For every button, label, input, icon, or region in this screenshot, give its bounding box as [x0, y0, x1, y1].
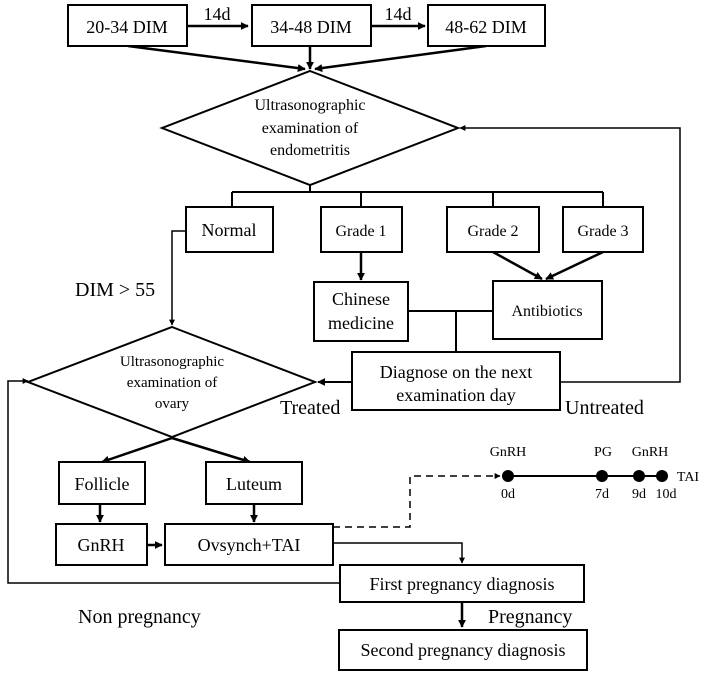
ovary-exam-diamond: [25, 325, 318, 439]
grade1-text: Grade 1: [335, 223, 386, 240]
timeline-bottom-0: 0d: [501, 487, 515, 502]
ovsynch-text: Ovsynch+TAI: [198, 535, 301, 555]
grade3-box: [562, 206, 644, 253]
arrow-ovsynch-to-first-preg: [333, 542, 465, 564]
arrow-ovary-to-luteum: [171, 436, 251, 464]
luteum-text: Luteum: [226, 474, 282, 494]
dim-gt-55-label: DIM > 55: [75, 279, 155, 301]
treated-label: Treated: [280, 397, 340, 419]
first-pregnancy-text: First pregnancy diagnosis: [370, 574, 555, 594]
endometritis-exam-diamond: [159, 69, 461, 187]
diagnose-line2: examination day: [396, 385, 515, 405]
interval-label-2: 14d: [385, 4, 412, 24]
grade1-box: [320, 206, 403, 253]
timeline-dot-0d: [502, 470, 514, 482]
timeline-bottom-2: 9d: [632, 487, 646, 502]
timeline-dots: [502, 470, 668, 482]
endometritis-exam-line1: Ultrasonographic: [254, 97, 365, 114]
chinese-medicine-line1: Chinese: [332, 289, 390, 309]
gnrh-text: GnRH: [77, 535, 124, 555]
first-pregnancy-box: [339, 564, 585, 603]
grade2-box: [446, 206, 540, 253]
arrow-grade3-to-antibiotics: [545, 250, 604, 281]
second-pregnancy-box: [338, 629, 588, 671]
endometritis-exam-line3: endometritis: [270, 142, 350, 159]
interval-label-1: 14d: [204, 4, 231, 24]
arrow-non-pregnancy-loop: [7, 378, 340, 584]
dim-48-62-box: [427, 4, 546, 47]
ovary-exam-line3: ovary: [155, 396, 190, 412]
pregnancy-label: Pregnancy: [488, 606, 572, 628]
chinese-medicine-line2: medicine: [328, 313, 394, 333]
timeline-bottom-3: 10d: [656, 487, 677, 502]
dim-20-34-box: [67, 4, 188, 47]
ovary-exam-line1: Ultrasonographic: [120, 354, 224, 370]
antibiotics-text: Antibiotics: [511, 303, 582, 320]
gnrh-box: [55, 523, 148, 566]
untreated-label: Untreated: [565, 397, 644, 419]
timeline-top-2: GnRH: [632, 445, 669, 460]
arrow-ovary-to-follicle: [101, 436, 173, 464]
timeline-end-label: TAI: [677, 470, 700, 485]
grade2-text: Grade 2: [467, 223, 518, 240]
non-pregnancy-label: Non pregnancy: [78, 606, 201, 628]
dim-34-48-text: 34-48 DIM: [270, 17, 352, 37]
follicle-box: [58, 461, 146, 505]
arrow-dim3-to-exam: [314, 44, 487, 73]
timeline-top-1: PG: [594, 445, 612, 460]
luteum-box: [205, 461, 303, 505]
arrow-grade2-to-antibiotics: [492, 250, 543, 281]
arrow-ovsynch-to-timeline: [333, 473, 501, 528]
dim-34-48-box: [251, 4, 372, 47]
normal-box: [185, 206, 274, 253]
chinese-medicine-box: [313, 281, 409, 342]
antibiotics-box: [492, 280, 603, 340]
follicle-text: Follicle: [75, 474, 130, 494]
timeline-dot-7d: [596, 470, 608, 482]
ovsynch-box: [164, 523, 334, 566]
timeline-dot-10d: [656, 470, 668, 482]
second-pregnancy-text: Second pregnancy diagnosis: [361, 640, 566, 660]
diagnose-box: [351, 351, 561, 411]
timeline-top-0: GnRH: [490, 445, 527, 460]
arrow-normal-to-ovary: [169, 230, 186, 326]
timeline-dot-9d: [633, 470, 645, 482]
ovary-exam-line2: examination of: [127, 375, 217, 391]
timeline-bottom-1: 7d: [595, 487, 609, 502]
diagnose-line1: Diagnose on the next: [380, 362, 532, 382]
arrow-untreated-loop: [459, 125, 681, 383]
dim-48-62-text: 48-62 DIM: [445, 17, 527, 37]
grade3-text: Grade 3: [577, 223, 628, 240]
arrow-dim1-to-exam: [127, 44, 306, 73]
endometritis-exam-line2: examination of: [262, 120, 359, 137]
normal-text: Normal: [202, 220, 257, 240]
dim-20-34-text: 20-34 DIM: [86, 17, 168, 37]
